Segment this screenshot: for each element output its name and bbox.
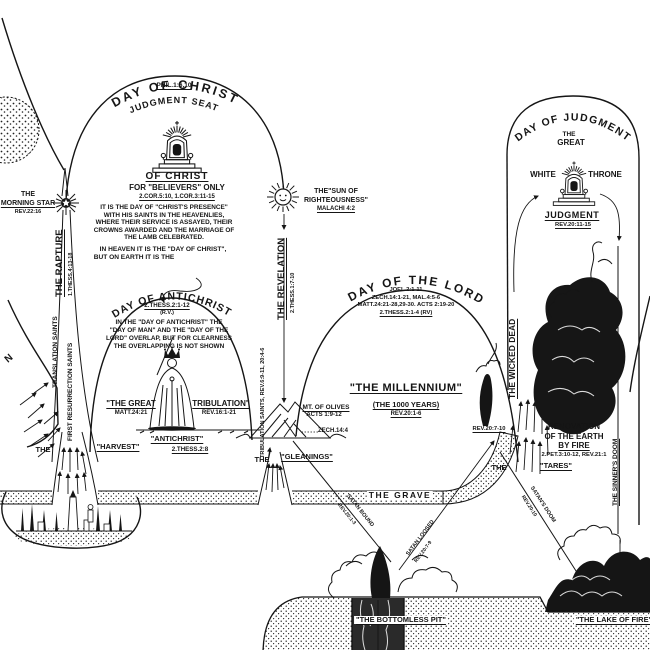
tribulation-saints-label: TRIBULATION SAINTS, REV.6:9-11, 20:4-6 [260, 347, 266, 458]
doj-white: WHITE [530, 170, 556, 179]
day-of-christ-ref: PHIL.1:6,10 [156, 82, 192, 89]
lake-of-fire-icon [545, 524, 650, 612]
cloud-blob-icon [0, 96, 40, 164]
resurrection-arrows [19, 382, 87, 495]
antichrist-ref: 2.THESS.2:8 [171, 446, 209, 453]
millennium-ref: REV.20:1-6 [390, 411, 422, 417]
grave-label: THE GRAVE [366, 490, 434, 501]
presence-line-1: IT IS THE DAY OF "CHRIST'S PRESENCE" [100, 204, 228, 211]
morning-star-the: THE [21, 191, 35, 198]
sun-face-icon [267, 181, 299, 212]
overlap-line-3: LORD" OVERLAP, BUT FOR CLEARNESS [105, 335, 233, 342]
presence-line-4: CROWNS AWARDED AND THE MARRIAGE OF [93, 226, 235, 234]
morning-star-label: MORNING STAR [0, 200, 56, 207]
renovation-ref: 2.PET.3:10-12, REV.21:1 [541, 452, 607, 458]
morning-star-ref: REV.22:16 [14, 209, 42, 215]
day-of-the-lord-arch [295, 289, 519, 463]
millennium-title: "THE MILLENNIUM" [349, 382, 463, 394]
overlap-line-4: THE OVERLAPPING IS NOT SHOWN [113, 343, 225, 350]
tares-the: THE [491, 463, 507, 472]
mt-olives-icon [235, 401, 347, 439]
believers-refs: 2.COR.5:10, 1.COR.3:11-15 [139, 193, 215, 200]
great-tribulation-right: TRIBULATION" [192, 399, 250, 408]
revelation-ref: 2.THESS.1:7-10 [290, 272, 296, 313]
right-cutoff-arc [629, 295, 650, 393]
antichrist-arch-ref: 2.THESS.2:1-12 [144, 302, 190, 309]
antichrist-arch-ref2: (R.V.) [160, 309, 174, 316]
renovation-smoke-icon [532, 241, 626, 435]
overlap-line-1: IN THE "DAY OF ANTICHRIST" THE [115, 319, 223, 326]
presence-line-5: THE LAMB CELEBRATED. [124, 234, 204, 241]
believers-only-label: FOR "BELIEVERS" ONLY [129, 183, 225, 192]
harvest-label: "HARVEST" [96, 442, 140, 451]
gleanings-arrows [265, 447, 285, 493]
judgment-flow-arrows [513, 193, 623, 577]
satan-release-ref: REV.20:7-10 [472, 426, 506, 432]
squiggle-arrow [160, 277, 202, 303]
first-resurrection-saints-label: FIRST RESURRECTION SAINTS [67, 342, 74, 441]
day-of-christ-arch [65, 75, 285, 201]
presence-line-3: WHERE THEIR SERVICE IS ASSAYED, THEIR [95, 219, 233, 226]
white-throne-icon [552, 161, 596, 206]
rapture-channel [51, 167, 99, 463]
sun-line-2: RIGHTEOUSNESS" [304, 196, 368, 204]
great-tribulation-left: "THE GREAT [106, 399, 156, 408]
rapture-ref: 1.THESS.4:13-18 [68, 252, 74, 296]
great-tribulation-left-ref: MATT.24:21 [114, 410, 148, 416]
renovation-line-2: OF THE EARTH [544, 431, 604, 441]
dol-ref-1: JOEL 2:1-11 [389, 287, 423, 293]
dol-ref-3: MATT.24:21-28,29-30. ACTS 2:19-20 [357, 302, 455, 308]
translation-saints-label: TRANSLATION SAINTS [52, 316, 59, 388]
presence-line-2: WITH HIS SAINTS IN THE HEAVENLIES, [103, 211, 225, 219]
doj-the: THE [562, 131, 576, 138]
antichrist-label: "ANTICHRIST" [150, 434, 204, 443]
wicked-dead-arrows [509, 399, 550, 474]
harvest-funnel [51, 431, 99, 506]
pit-smoke [328, 546, 458, 599]
doj-throne: THRONE [588, 170, 622, 179]
doj-ref: REV.20:11-15 [555, 222, 591, 228]
overlap-line-2: "DAY OF MAN" AND THE "DAY OF THE [109, 327, 229, 334]
lake-of-fire-label: "THE LAKE OF FIRE" [573, 615, 650, 625]
harvest-the: THE [35, 445, 51, 454]
left-cutoff-arch [0, 17, 65, 448]
renovation-line-1: RENOVATION [547, 422, 601, 431]
heaven-line-1: IN HEAVEN IT IS THE "DAY OF CHRIST", [99, 246, 227, 253]
heaven-line-2: BUT ON EARTH IT IS THE [93, 254, 175, 261]
revelation-label: THE REVELATION [276, 237, 287, 320]
day-of-antichrist-arch [89, 297, 253, 453]
dol-ref-2: ZECH.14:1-21, MAL.4:5-6 [371, 294, 441, 301]
mt-olives-label: MT. OF OLIVES [302, 404, 350, 411]
star-burst-icon [53, 190, 79, 215]
tares-label: "TARES" [540, 461, 572, 470]
smoke-plume-icon [475, 342, 501, 426]
graveyard-scene [1, 490, 142, 549]
renovation-line-3: BY FIRE [558, 441, 590, 450]
mt-olives-ref1: ACTS 1:9-12 [306, 412, 342, 418]
wicked-dead-label: THE WICKED DEAD [507, 318, 517, 399]
rapture-label: THE RAPTURE [54, 229, 65, 297]
mt-olives-ref2: ZECH.14:4 [317, 428, 349, 434]
of-christ-label: OF CHRIST [145, 171, 209, 182]
gleanings-the: THE [254, 455, 270, 464]
bottomless-pit-label: "THE BOTTOMLESS PIT" [354, 615, 448, 625]
satan-paths [292, 440, 586, 586]
dol-ref-4: 2.THESS.2:1-4 (RV) [379, 309, 433, 316]
doj-judgment: JUDGMENT [544, 210, 600, 220]
gleanings-label: "GLEANINGS" [281, 452, 333, 461]
doj-great: GREAT [557, 138, 585, 147]
millennium-subtitle: (THE 1000 YEARS) [372, 400, 440, 409]
sinners-doom-label: THE SINNER'S DOOM [612, 438, 619, 506]
sun-ref: MALACHI 4:2 [316, 206, 356, 212]
great-tribulation-right-ref: REV.16:1-21 [201, 410, 237, 416]
tares-channel [442, 431, 519, 505]
day-of-judgment-arch [506, 95, 650, 525]
sun-line-1: THE"SUN OF [314, 188, 358, 195]
throne-icon [152, 120, 202, 173]
antichrist-king-icon [136, 336, 260, 434]
